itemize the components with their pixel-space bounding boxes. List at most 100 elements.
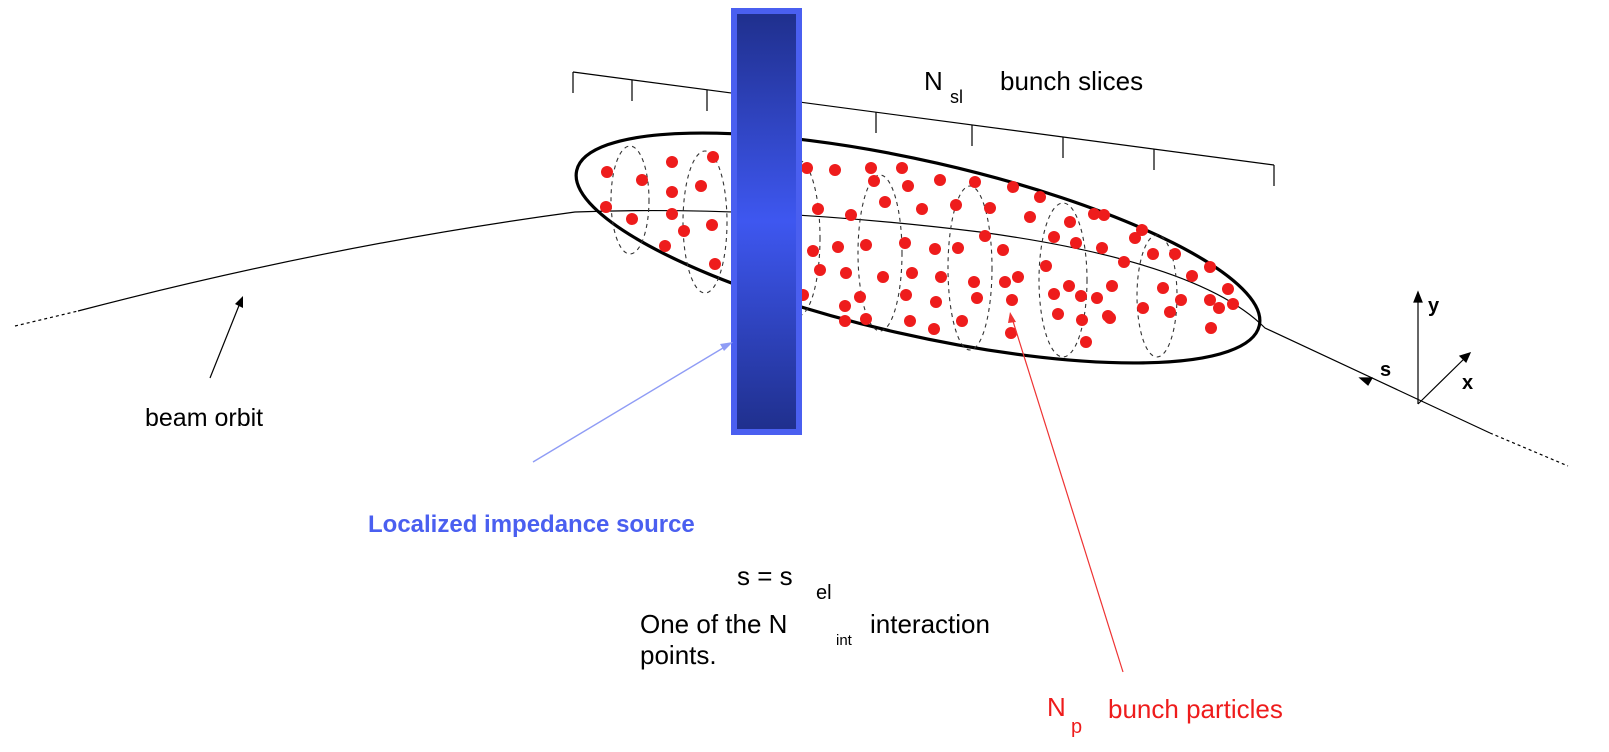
particle-dot bbox=[801, 162, 813, 174]
particle-dot bbox=[1091, 292, 1103, 304]
svg-text:interaction: interaction bbox=[870, 609, 990, 639]
particle-dot bbox=[1034, 191, 1046, 203]
particle-dot bbox=[636, 174, 648, 186]
particle-dot bbox=[814, 264, 826, 276]
particles-label: N p bunch particles bbox=[1047, 692, 1283, 738]
particle-dot bbox=[1164, 306, 1176, 318]
particle-dot bbox=[1080, 336, 1092, 348]
particle-dot bbox=[1006, 294, 1018, 306]
particle-dot bbox=[902, 180, 914, 192]
svg-text:points.: points. bbox=[640, 640, 717, 670]
svg-text:int: int bbox=[836, 632, 853, 649]
particle-dot bbox=[1096, 242, 1108, 254]
particle-dot bbox=[906, 267, 918, 279]
particle-dot bbox=[860, 239, 872, 251]
svg-text:s = s: s = s bbox=[737, 561, 793, 591]
particle-dot bbox=[879, 196, 891, 208]
particle-dot bbox=[1222, 283, 1234, 295]
particle-dot bbox=[601, 166, 613, 178]
particle-dot bbox=[865, 162, 877, 174]
particle-dot bbox=[969, 176, 981, 188]
particle-dot bbox=[979, 230, 991, 242]
interaction-points-label: One of the N int interaction points. bbox=[640, 609, 990, 670]
particle-dot bbox=[832, 241, 844, 253]
particle-dot bbox=[1137, 302, 1149, 314]
impedance-source-label: Localized impedance source bbox=[368, 511, 695, 538]
particle-dot bbox=[934, 174, 946, 186]
svg-text:bunch particles: bunch particles bbox=[1108, 694, 1283, 724]
particle-dot bbox=[840, 267, 852, 279]
particle-dot bbox=[916, 203, 928, 215]
particle-dot bbox=[1205, 322, 1217, 334]
particle-dot bbox=[1098, 209, 1110, 221]
particle-dot bbox=[829, 164, 841, 176]
beam-orbit-line bbox=[14, 209, 1569, 467]
svg-text:N: N bbox=[924, 66, 943, 96]
particle-dot bbox=[626, 213, 638, 225]
particle-dot bbox=[839, 315, 851, 327]
particle-dot bbox=[1063, 280, 1075, 292]
particle-dot bbox=[1076, 314, 1088, 326]
particle-dot bbox=[904, 315, 916, 327]
particle-dot bbox=[854, 291, 866, 303]
particle-dot bbox=[1129, 232, 1141, 244]
particles-pointer bbox=[1008, 312, 1124, 673]
particle-dot bbox=[1136, 224, 1148, 236]
svg-text:sl: sl bbox=[950, 87, 963, 107]
particle-dot bbox=[1024, 211, 1036, 223]
particle-dot bbox=[1102, 310, 1114, 322]
axis-y-label: y bbox=[1428, 295, 1440, 317]
particle-dot bbox=[997, 244, 1009, 256]
particle-dot bbox=[666, 186, 678, 198]
particle-dot bbox=[868, 175, 880, 187]
particle-dot bbox=[1204, 261, 1216, 273]
particle-dot bbox=[659, 240, 671, 252]
beam-orbit-pointer bbox=[209, 296, 243, 379]
particle-dot bbox=[678, 225, 690, 237]
particle-dot bbox=[695, 180, 707, 192]
particle-dot bbox=[1075, 290, 1087, 302]
particle-dot bbox=[896, 162, 908, 174]
particle-dot bbox=[1186, 270, 1198, 282]
particle-dot bbox=[935, 271, 947, 283]
particle-dot bbox=[1204, 294, 1216, 306]
particle-dot bbox=[929, 243, 941, 255]
particle-dot bbox=[952, 242, 964, 254]
particle-dot bbox=[666, 156, 678, 168]
particle-dot bbox=[1175, 294, 1187, 306]
svg-text:p: p bbox=[1071, 716, 1082, 738]
beam-orbit-label: beam orbit bbox=[145, 404, 263, 432]
particle-dot bbox=[1048, 288, 1060, 300]
particle-dot bbox=[956, 315, 968, 327]
impedance-pointer bbox=[532, 342, 733, 463]
coordinate-axes bbox=[1358, 290, 1472, 405]
svg-text:N: N bbox=[1047, 692, 1066, 722]
particle-dot bbox=[845, 209, 857, 221]
particle-dot bbox=[1040, 260, 1052, 272]
particle-dot bbox=[1118, 256, 1130, 268]
particle-dot bbox=[968, 276, 980, 288]
particle-dot bbox=[930, 296, 942, 308]
svg-text:One of the N: One of the N bbox=[640, 609, 787, 639]
particle-dot bbox=[1064, 216, 1076, 228]
particle-dot bbox=[1052, 308, 1064, 320]
particle-dot bbox=[1213, 302, 1225, 314]
particle-dot bbox=[666, 208, 678, 220]
particle-dot bbox=[1012, 271, 1024, 283]
axis-s-label: s bbox=[1380, 359, 1391, 381]
particle-dot bbox=[1048, 231, 1060, 243]
particle-dot bbox=[1007, 181, 1019, 193]
particle-dot bbox=[1157, 282, 1169, 294]
particle-dot bbox=[807, 245, 819, 257]
svg-text:bunch slices: bunch slices bbox=[1000, 66, 1143, 96]
particle-dot bbox=[971, 292, 983, 304]
slices-label: N sl bunch slices bbox=[924, 66, 1143, 107]
particle-dot bbox=[1169, 248, 1181, 260]
particle-dot bbox=[984, 202, 996, 214]
particle-dot bbox=[1070, 237, 1082, 249]
impedance-source-bar bbox=[731, 8, 802, 435]
particle-dot bbox=[1088, 208, 1100, 220]
particle-dot bbox=[900, 289, 912, 301]
